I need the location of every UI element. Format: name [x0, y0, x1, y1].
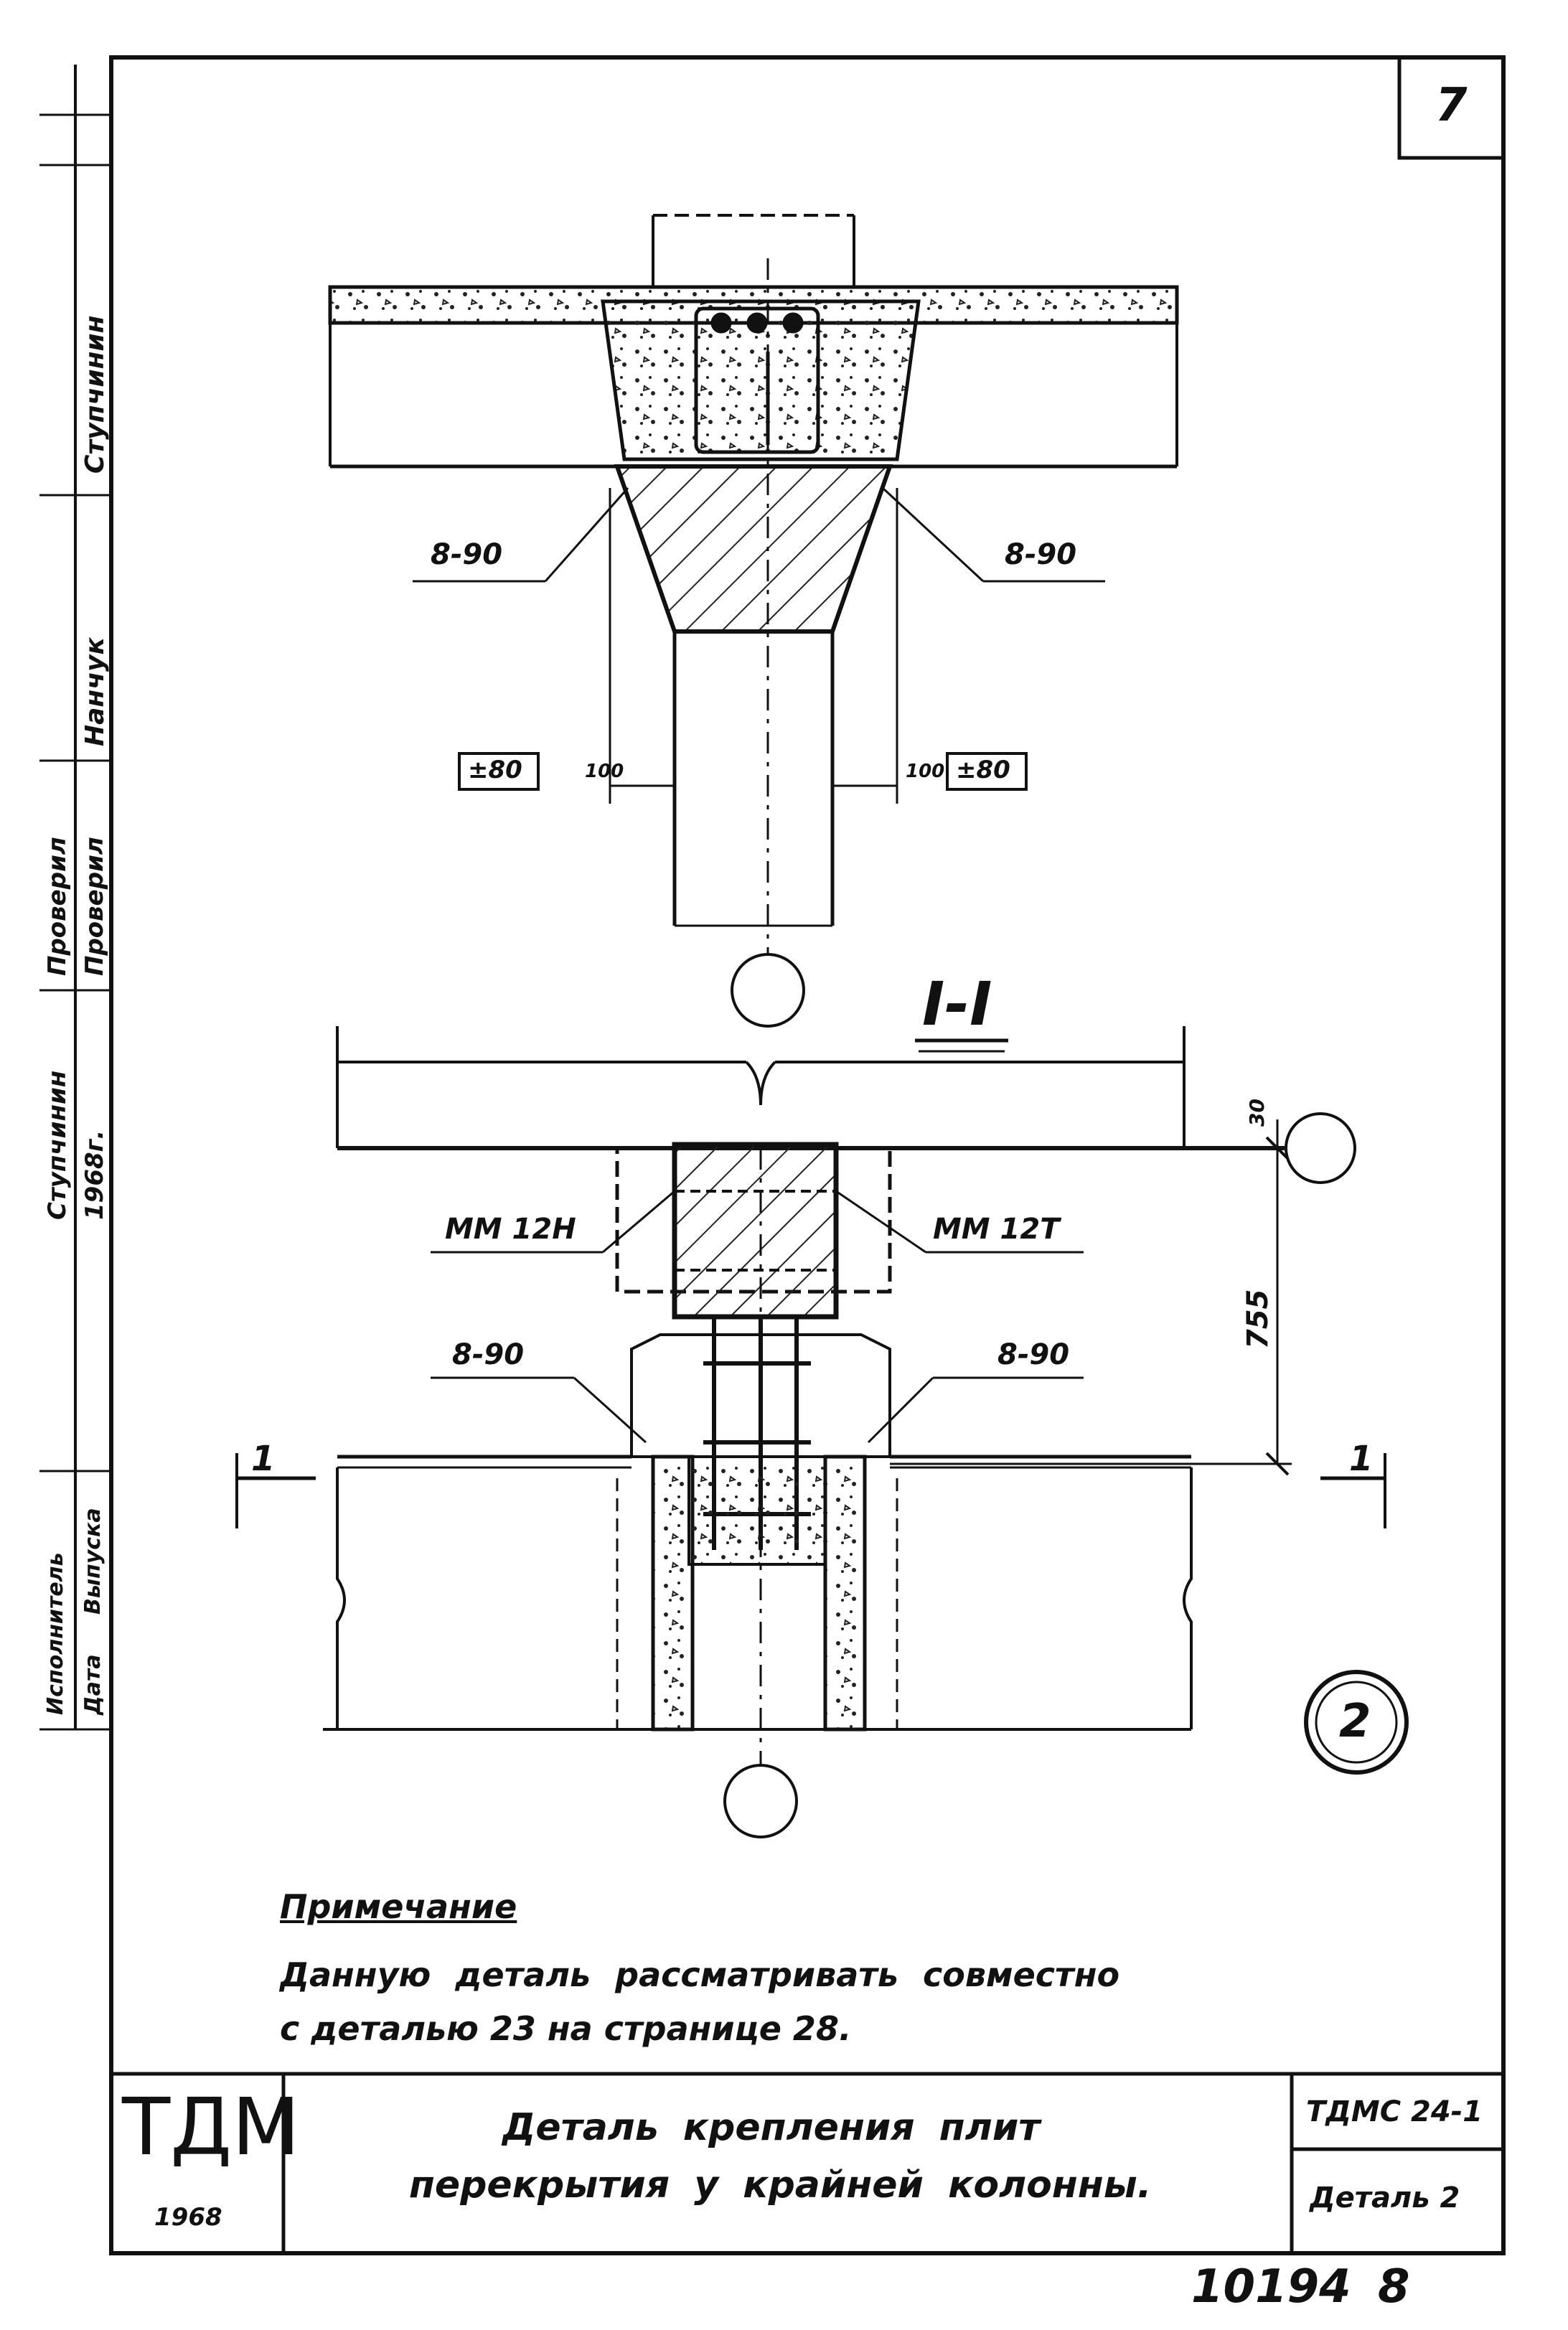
- section-title: I-I: [922, 969, 992, 1039]
- page-number: 8: [1378, 2260, 1410, 2313]
- stamp-issue-label: Исполнитель: [43, 1552, 68, 1715]
- mm-right-label: MM 12Т: [933, 1213, 1060, 1246]
- section-detail: [235, 1026, 1409, 1838]
- sheet-number: 7: [1435, 79, 1468, 132]
- detail-label: Деталь 2: [1310, 2181, 1460, 2214]
- archive-number: 10194: [1191, 2260, 1351, 2313]
- stamp-checked-1: Проверил: [43, 837, 72, 976]
- section-mark-right: 1: [1349, 1439, 1374, 1479]
- note-line-1: Данную деталь рассматривать совместно: [280, 1955, 1120, 1994]
- top-left-weld-label: 8-90: [431, 538, 503, 571]
- mid-right-weld-label: 8-90: [997, 1338, 1070, 1371]
- dim-30-label: 30: [1245, 1099, 1269, 1127]
- top-left-box-label: ±80: [468, 756, 522, 784]
- mid-left-weld-label: 8-90: [452, 1338, 525, 1371]
- stamp-checked-2: Проверил: [80, 837, 109, 976]
- detail-number: 2: [1339, 1695, 1371, 1748]
- logo: ТДМ: [122, 2081, 301, 2173]
- top-right-weld-label: 8-90: [1005, 538, 1077, 571]
- stamp-year: 1968г.: [80, 1129, 109, 1220]
- title-line-1: Деталь крепления плит: [502, 2106, 1041, 2149]
- stamp-release-label: Выпуска: [80, 1508, 105, 1615]
- mm-left-label: MM 12Н: [445, 1213, 576, 1246]
- logo-year: 1968: [154, 2203, 222, 2232]
- top-right-dim-label: 100: [906, 761, 945, 782]
- dim-755-label: 755: [1241, 1289, 1274, 1350]
- stamp-name-1: Ступчинин: [80, 315, 110, 474]
- note-line-2: с деталью 23 на странице 28.: [280, 2009, 852, 2048]
- stamp-date-label: Дата: [80, 1654, 105, 1715]
- title-line-2: перекрытия у крайней колонны.: [409, 2164, 1152, 2207]
- doc-code: ТДМС 24-1: [1306, 2095, 1483, 2128]
- sheet-frame: [39, 55, 1506, 2255]
- top-right-box-label: ±80: [956, 756, 1010, 784]
- stamp-name-3: Ступчинин: [43, 1070, 72, 1220]
- plan-detail: [328, 214, 1179, 1028]
- stamp-name-2: Нанчук: [80, 637, 110, 746]
- top-left-dim-label: 100: [585, 761, 624, 782]
- note-heading: Примечание: [280, 1887, 517, 1926]
- section-mark-left: 1: [251, 1439, 276, 1479]
